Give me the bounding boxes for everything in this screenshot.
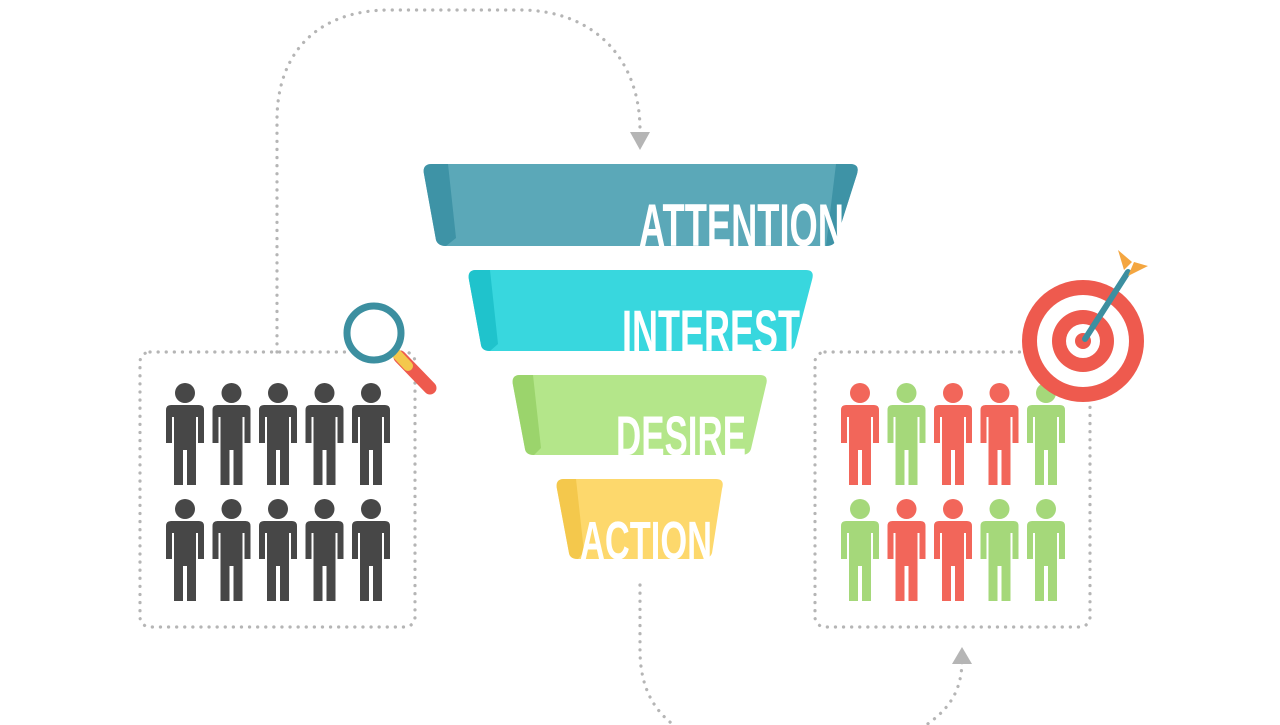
funnel-stage-attention: ATTENTION [423,164,858,259]
person-icon [259,499,297,601]
audience-after-group [841,383,1065,601]
person-icon [1027,499,1065,601]
audience-before-group [166,383,390,601]
person-icon [166,499,204,601]
audience-after-frame [813,350,1092,629]
arrow-dart-icon [1082,250,1148,342]
person-icon [841,499,879,601]
person-icon [934,499,972,601]
funnel-label-action: ACTION [580,511,712,571]
person-icon [980,383,1019,485]
arrow-up-icon [952,647,972,664]
audience-before-frame [138,350,417,629]
person-icon [166,383,204,485]
person-icon [841,383,879,485]
funnel-stage-desire: DESIRE [512,375,767,467]
person-icon [1027,383,1065,485]
person-icon [305,499,344,601]
person-icon [887,499,926,601]
funnel-band-interest-shade [468,270,498,351]
flow-connectors [138,8,1092,725]
funnel: ATTENTION INTEREST DESIRE ACTION [423,164,858,571]
person-icon [980,499,1019,601]
funnel-label-interest: INTEREST [622,299,800,364]
person-icon [212,499,251,601]
person-icon [305,383,344,485]
person-icon [934,383,972,485]
person-icon [887,383,926,485]
target-icon [1022,250,1148,402]
funnel-band-action [556,479,723,559]
funnel-band-desire [512,375,767,455]
magnifier-icon [343,302,437,395]
person-icon [212,383,251,485]
funnel-stage-interest: INTEREST [468,270,813,364]
funnel-stage-action: ACTION [556,479,723,571]
funnel-band-interest [468,270,813,351]
person-icon [352,383,390,485]
funnel-label-desire: DESIRE [616,404,746,467]
funnel-label-attention: ATTENTION [639,192,844,259]
funnel-band-desire-shade [512,375,541,455]
connector-bottom-loop [638,583,964,725]
funnel-band-action-shade [556,479,584,559]
arrow-down-icon [630,132,650,150]
funnel-band-attention [423,164,858,246]
person-icon [259,383,297,485]
person-icon [352,499,390,601]
